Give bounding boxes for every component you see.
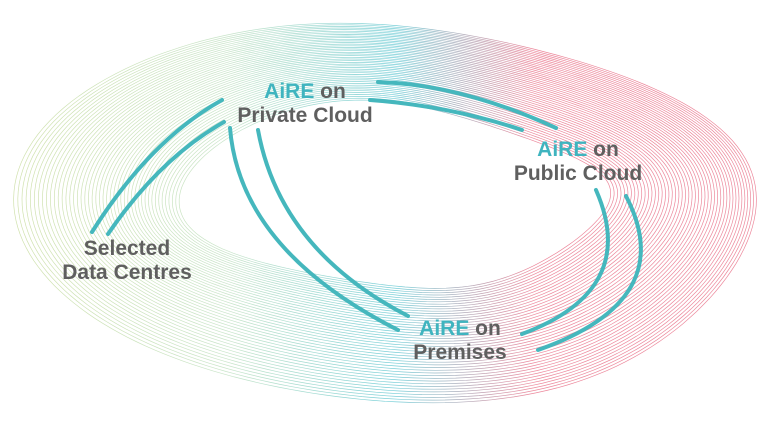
ring-contour-line (13, 22, 757, 404)
connector-public-premises-outer (536, 194, 643, 352)
node-aire-premises: AiRE on Premises (360, 317, 560, 365)
node-premises-line1: AiRE on (360, 317, 560, 341)
ring-contour-line (57, 40, 725, 374)
node-private-line1: AiRE on (205, 80, 405, 104)
brand-text: AiRE (537, 138, 588, 161)
ring-contour-line (25, 27, 749, 396)
ring-contour-line (137, 77, 653, 317)
ring-contour-line (17, 24, 754, 401)
connector-datacentres-private-outer (90, 98, 224, 234)
ring-contour-line (165, 92, 625, 298)
ring-contour-line (21, 26, 752, 398)
ring-contour-line (130, 74, 660, 322)
node-premises-line2: Premises (413, 341, 507, 364)
node-datacentres-line1: Selected (83, 237, 171, 260)
ring-contour-line (46, 35, 734, 382)
ring-contour-line (154, 86, 636, 305)
connector-lines (90, 80, 643, 352)
ring-contour-line (116, 67, 673, 332)
ring-contour-line (178, 99, 611, 289)
node-private-suffix: on (314, 80, 346, 103)
node-selected-data-centres: Selected Data Centres (42, 237, 212, 285)
node-datacentres-line2: Data Centres (62, 261, 192, 284)
node-public-suffix: on (587, 138, 619, 161)
brand-text: AiRE (419, 317, 470, 340)
node-private-line2: Private Cloud (237, 104, 373, 127)
connector-datacentres-private-inner (106, 120, 226, 236)
ring-contour-line (69, 45, 715, 366)
node-aire-private-cloud: AiRE on Private Cloud (205, 80, 405, 128)
ring-contour-line (113, 65, 676, 334)
ring-contour-line (65, 43, 718, 368)
node-aire-public-cloud: AiRE on Public Cloud (478, 138, 678, 186)
ring-contour-line (141, 79, 649, 314)
ring-contour-line (84, 51, 703, 355)
node-public-line1: AiRE on (478, 138, 678, 162)
ring-contour-line (50, 37, 731, 379)
ring-contour-line (76, 48, 709, 360)
ring-contour-line (33, 30, 743, 390)
brand-text: AiRE (264, 80, 315, 103)
connector-private-premises-outer (228, 126, 400, 332)
connector-private-public-outer (376, 80, 558, 130)
node-premises-suffix: on (469, 317, 501, 340)
ring-contour-line (80, 50, 706, 358)
ring-contour-line (120, 68, 670, 329)
ring-contour-line (123, 70, 666, 327)
ring-contour-line (88, 53, 699, 352)
ring-contour-line (95, 56, 693, 347)
ring-contour-line (42, 34, 737, 385)
connector-private-premises-inner (256, 128, 410, 318)
ring-contour-line (161, 90, 629, 300)
connector-public-premises-inner (520, 188, 610, 336)
ring-contour-line (38, 32, 740, 387)
ring-contour-line (175, 97, 615, 291)
connector-private-public-inner (368, 98, 524, 132)
ring-contour-line (53, 38, 728, 377)
node-public-line2: Public Cloud (513, 162, 643, 185)
ring-contour-line (29, 29, 746, 393)
ring-contour-line (158, 88, 632, 303)
ring-contour-line (134, 75, 656, 319)
ring-contour-line (151, 84, 639, 307)
ring-contour-line (61, 42, 722, 371)
ring-contour-line (91, 55, 696, 350)
